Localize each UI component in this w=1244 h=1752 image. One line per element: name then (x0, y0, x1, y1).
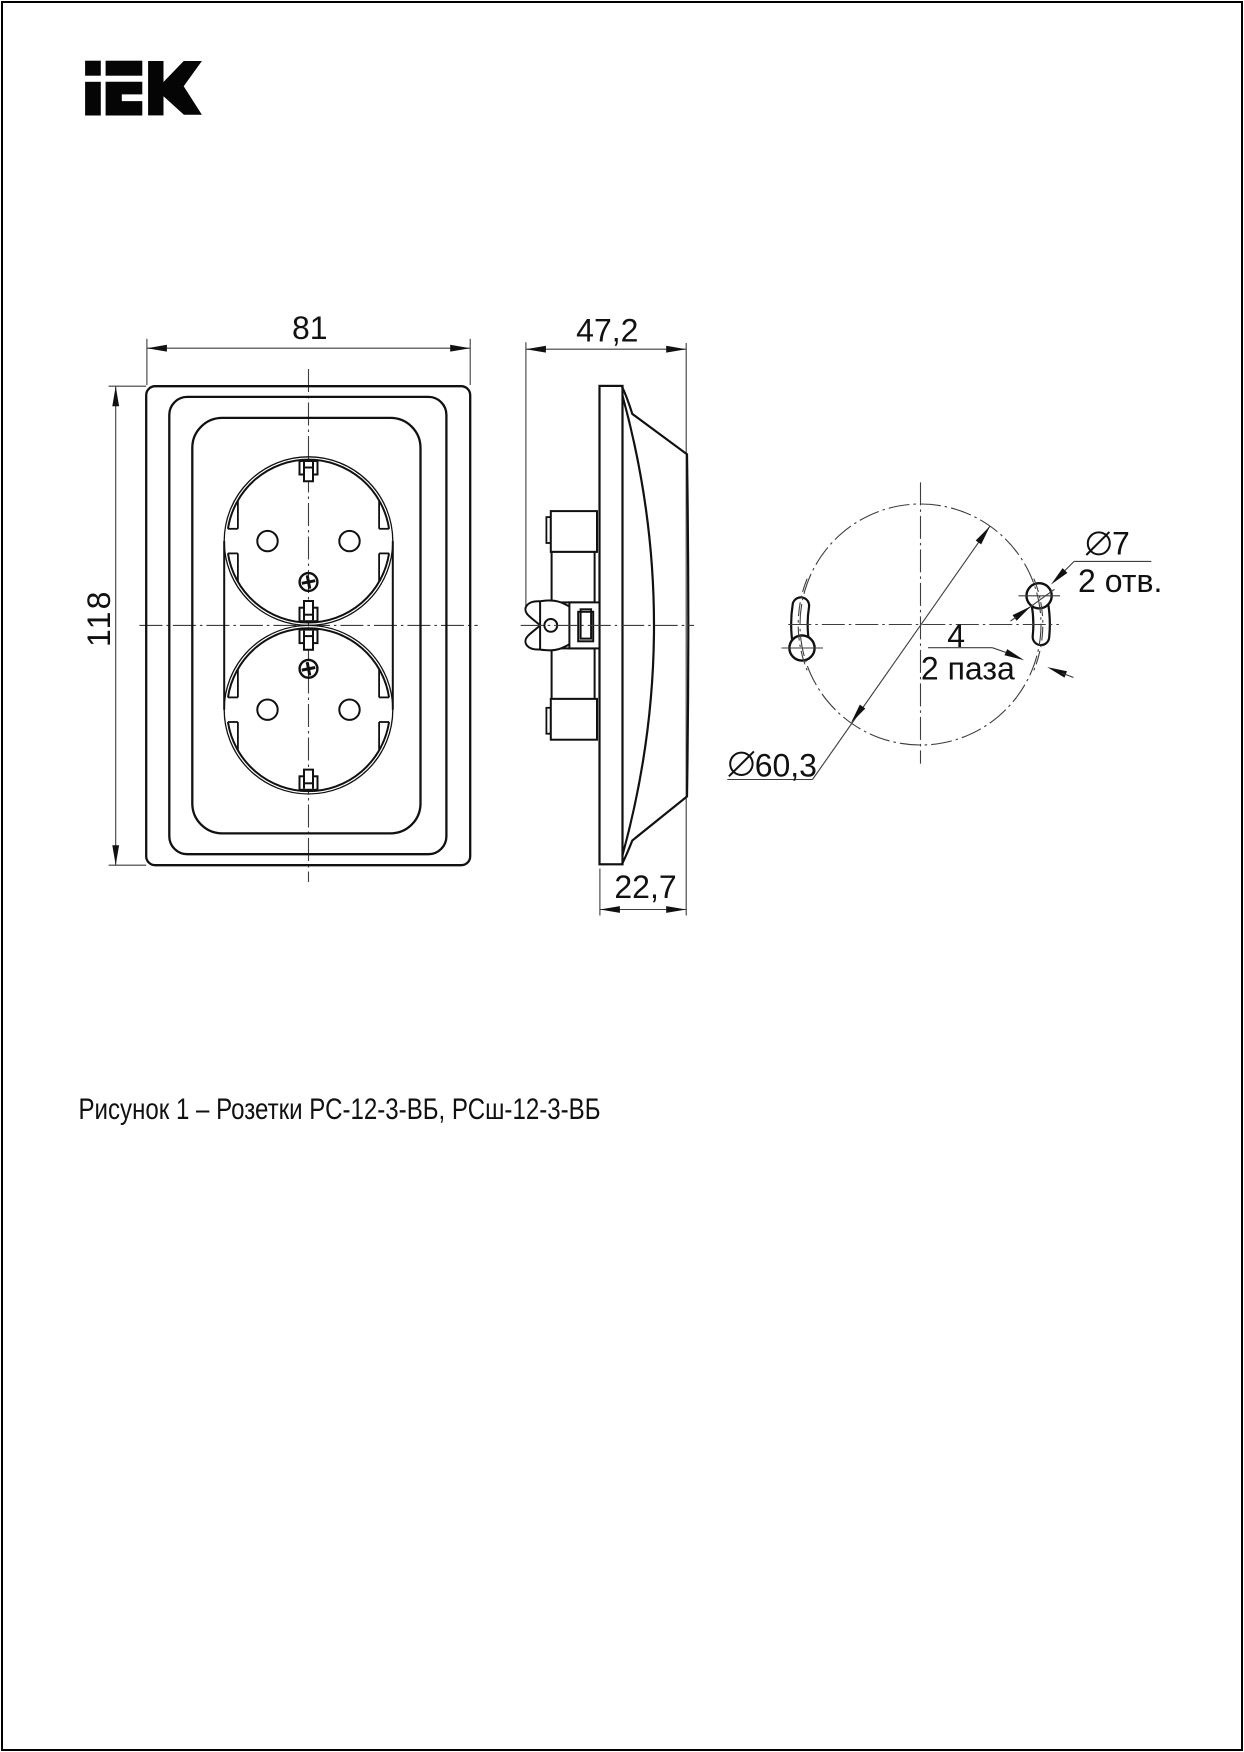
svg-text:60,3: 60,3 (755, 747, 817, 783)
svg-text:7: 7 (1112, 526, 1130, 562)
svg-text:2 отв.: 2 отв. (1078, 563, 1162, 599)
svg-text:4: 4 (947, 618, 965, 654)
svg-text:22,7: 22,7 (614, 869, 676, 905)
svg-text:81: 81 (292, 310, 328, 346)
svg-text:2 паза: 2 паза (921, 651, 1015, 687)
svg-text:118: 118 (81, 589, 117, 647)
svg-text:47,2: 47,2 (576, 313, 638, 349)
svg-text:Рисунок 1 – Розетки РС-12-3-ВБ: Рисунок 1 – Розетки РС-12-3-ВБ, РСш-12-3… (79, 1093, 601, 1126)
